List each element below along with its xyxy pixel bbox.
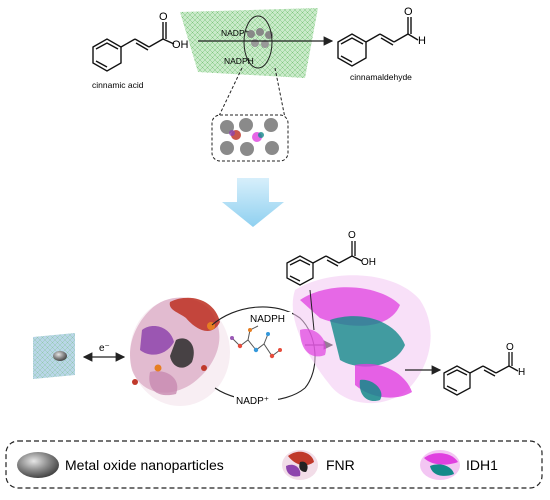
legend-label-fnr: FNR (326, 457, 355, 473)
electron-label: e⁻ (99, 343, 110, 354)
inset-idh1-icon (252, 132, 264, 142)
legend-label-nanoparticles: Metal oxide nanoparticles (65, 457, 224, 473)
top-nadp-label: NADP⁺ (221, 28, 249, 38)
zoom-line-left (217, 67, 243, 119)
mech-nanoparticle-sheet (33, 333, 75, 379)
cinnamic-acid-label: cinnamic acid (92, 80, 144, 90)
idh1-protein (292, 275, 431, 404)
top-nadph-label: NADPH (224, 56, 254, 66)
cinnamaldehyde-label: cinnamaldehyde (350, 72, 412, 82)
legend-box (5, 440, 543, 489)
legend-idh1-icon (420, 450, 460, 480)
zoom-line-right (274, 67, 286, 119)
cofactor-cycle (243, 15, 273, 69)
cinnamaldehyde-structure (337, 17, 419, 67)
mech-product-o: O (506, 342, 514, 353)
legend-label-idh1: IDH1 (466, 457, 498, 473)
cinnamaldehyde-h: H (418, 35, 426, 47)
cinnamaldehyde-o: O (404, 6, 413, 18)
process-arrow (222, 178, 284, 227)
legend-fnr-icon (282, 450, 318, 480)
inset-fnr-icon (229, 130, 241, 140)
nadph-label-bg (248, 312, 292, 325)
catalyst-sheet (180, 8, 318, 78)
substrate-pointer (309, 289, 315, 331)
mech-substrate-o: O (348, 230, 356, 241)
nadph-molecule (230, 325, 282, 359)
mech-nadph-label: NADPH (250, 314, 285, 325)
mech-substrate-oh: OH (361, 257, 376, 268)
mech-cinnamic-acid (286, 241, 363, 286)
fnr-protein (130, 297, 230, 406)
nadp-label-bg (234, 394, 278, 407)
cinnamic-acid-o: O (159, 11, 168, 23)
mech-product-h: H (518, 367, 525, 378)
cinnamic-acid-oh: OH (172, 39, 189, 51)
legend-nanoparticle-icon (17, 452, 59, 478)
mech-cinnamaldehyde (443, 352, 519, 396)
mech-nadp-label: NADP⁺ (236, 396, 269, 407)
cinnamic-acid-structure (92, 22, 175, 72)
